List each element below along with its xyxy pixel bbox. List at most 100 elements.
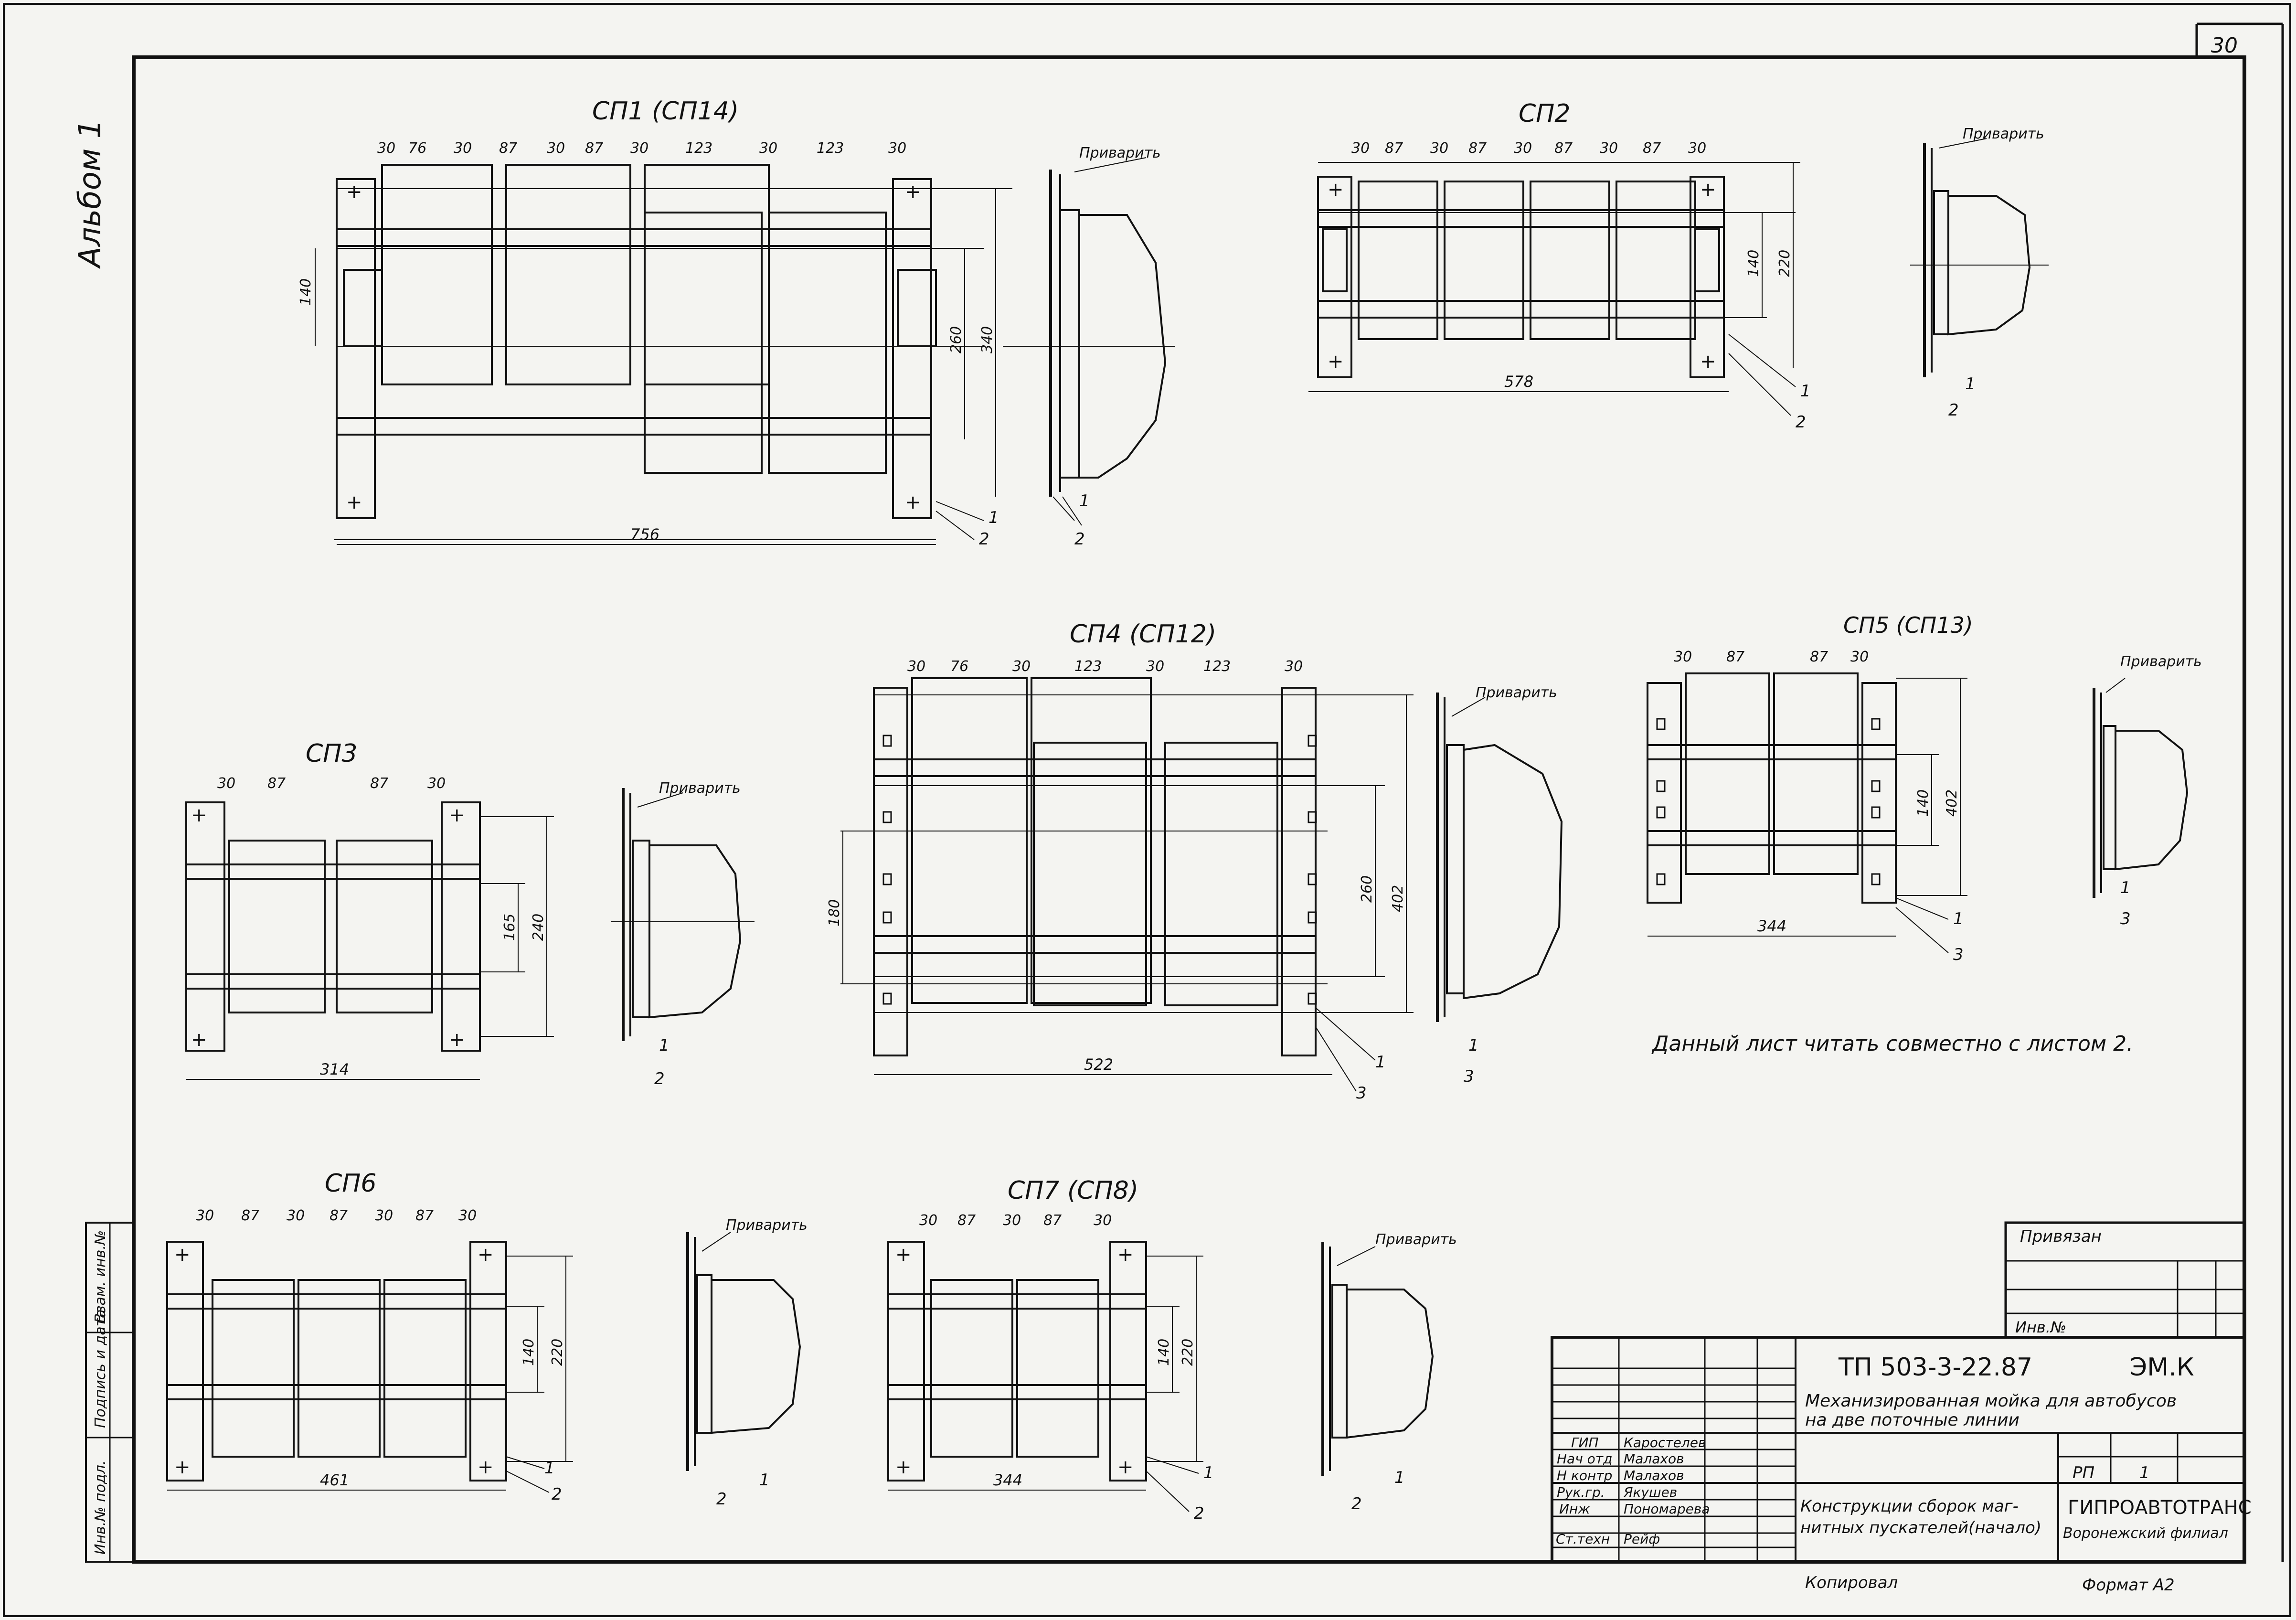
name-ruk-gr: Якушев: [1623, 1484, 1677, 1500]
sp7-dim-5: 30: [1094, 1212, 1112, 1229]
sp6-weld-label: Приварить: [726, 1217, 808, 1234]
sp5-slots: [1656, 718, 1881, 885]
sp2-title: СП2: [1519, 99, 1571, 128]
sp7-side-view: [1321, 1242, 1434, 1476]
sp5-top-dims: 30 87 87 30: [1674, 649, 1869, 665]
sp4-sv-callout-1: 1: [1468, 1036, 1479, 1055]
assembly-sp6: [166, 1241, 573, 1491]
sp5-weld-label: Приварить: [2120, 653, 2202, 670]
assembly-sp2: [1308, 162, 1800, 392]
sp1-dim-11: 30: [888, 140, 906, 157]
strip-vzam-inv: Взам. инв.№: [92, 1230, 109, 1323]
sp2-side-dim-1: 140: [1745, 250, 1762, 277]
plus-icon: +: [174, 1244, 191, 1266]
title-block: [1551, 1336, 2246, 1563]
sp4-dim-3: 30: [1012, 658, 1031, 675]
sp4-dim-1: 30: [907, 658, 925, 675]
sp6-dim-6: 87: [415, 1207, 434, 1224]
name-nach-otd: Малахов: [1624, 1451, 1684, 1467]
sp5-dim-1: 30: [1674, 649, 1692, 665]
tb-code: ТП 503-3-22.87: [1838, 1353, 2032, 1382]
sp7-sv-callout-2: 2: [1351, 1494, 1362, 1513]
sp1-dim-1: 30: [377, 140, 395, 157]
sp2-dim-4: 87: [1468, 140, 1487, 157]
left-strip: [85, 1222, 135, 1563]
role-nach-otd: Нач отд: [1557, 1451, 1612, 1467]
tb-org-1: ГИПРОАВТОТРАНС: [2068, 1497, 2252, 1519]
sp6-dim-5: 30: [375, 1207, 393, 1224]
assembly-sp3: [185, 801, 554, 1080]
sp7-top-dims: 30 87 30 87 30: [919, 1212, 1112, 1229]
role-inzh: Инж: [1559, 1501, 1590, 1517]
tb-mark: ЭМ.К: [2130, 1353, 2194, 1382]
plus-icon: +: [905, 491, 921, 513]
strip-inv-podl: Инв.№ подл.: [92, 1460, 109, 1555]
sp5-callout-1: 1: [1953, 909, 1964, 928]
sp7-dim-2: 87: [957, 1212, 976, 1229]
assembly-sp7: [887, 1241, 1203, 1491]
sp2-side-dim-2: 220: [1776, 250, 1793, 277]
role-n-kontr: Н контр: [1557, 1468, 1612, 1483]
sp6-dim-4: 87: [330, 1207, 348, 1224]
role-gip: ГИП: [1571, 1435, 1599, 1450]
sp3-side-view: [611, 788, 755, 1041]
sp1-dim-9: 30: [759, 140, 777, 157]
sp5-dim-2: 87: [1726, 649, 1744, 665]
sp1-side-dim-2: 260: [948, 326, 965, 353]
sp6-sv-callout-2: 2: [716, 1490, 727, 1509]
sp7-side-dim-1: 140: [1156, 1339, 1172, 1366]
sp1-callout-1: 1: [989, 508, 999, 527]
plus-icon: +: [1117, 1456, 1134, 1478]
sp2-dim-5: 30: [1514, 140, 1532, 157]
sp7-dim-3: 30: [1003, 1212, 1021, 1229]
album-label: Альбом 1: [73, 119, 108, 269]
sp7-dim-4: 87: [1043, 1212, 1062, 1229]
sp2-dim-1: 30: [1351, 140, 1370, 157]
sp2-dim-7: 30: [1600, 140, 1618, 157]
sp7-bolts: + + + +: [895, 1244, 1134, 1478]
name-gip: Каростелев: [1624, 1435, 1706, 1450]
tb-project-2: на две поточные линии: [1805, 1410, 2020, 1430]
plus-icon: +: [1700, 179, 1716, 201]
sp2-dim-9: 30: [1688, 140, 1706, 157]
sp3-sv-callout-1: 1: [659, 1036, 670, 1055]
sp6-top-dims: 30 87 30 87 30 87 30: [196, 1207, 477, 1224]
sp1-side-view: [1003, 157, 1175, 526]
sp6-dim-2: 87: [241, 1207, 259, 1224]
tb-stage: РП: [2073, 1463, 2094, 1482]
sp1-dim-6: 87: [585, 140, 603, 157]
sp4-weld-label: Приварить: [1476, 684, 1557, 701]
sp3-dim-3: 87: [370, 775, 388, 792]
tb-drawing-1: Конструкции сборок маг-: [1800, 1497, 2019, 1516]
sp2-side-view: [1910, 138, 2049, 377]
sp4-dim-4: 123: [1074, 658, 1102, 675]
sp5-side-dim-2: 402: [1944, 789, 1960, 817]
sp1-dim-10: 123: [817, 140, 844, 157]
sp6-callout-1: 1: [544, 1459, 555, 1478]
sp4-callout-3: 3: [1356, 1084, 1367, 1103]
tb-roles: ГИП Каростелев Нач отд Малахов Н контр М…: [1556, 1435, 1710, 1547]
sp7-dim-1: 30: [919, 1212, 937, 1229]
sp6-side-dim-1: 140: [521, 1339, 537, 1366]
plus-icon: +: [1117, 1244, 1134, 1266]
role-st-tekhn: Ст.техн: [1556, 1531, 1610, 1547]
sp1-dim-7: 30: [630, 140, 648, 157]
page-number: 30: [2211, 33, 2238, 58]
sp1-sv-callout-2: 2: [1074, 530, 1085, 549]
sp1-dim-3: 30: [454, 140, 472, 157]
sp5-sv-callout-3: 3: [2120, 909, 2131, 928]
sp2-dim-8: 87: [1643, 140, 1661, 157]
sp7-title: СП7 (СП8): [1008, 1176, 1138, 1205]
sp5-bottom-dim: 344: [1757, 917, 1786, 935]
sp4-dim-2: 76: [950, 658, 968, 675]
sp4-bottom-dim: 522: [1084, 1055, 1113, 1074]
name-st-tekhn: Рейф: [1624, 1531, 1660, 1547]
sp3-dim-1: 30: [217, 775, 235, 792]
sp3-bottom-dim: 314: [320, 1060, 349, 1078]
plus-icon: +: [478, 1456, 494, 1478]
privyazan-block: [2004, 1221, 2246, 1339]
plus-icon: +: [478, 1244, 494, 1266]
sp3-side-dim-1: 165: [501, 914, 518, 941]
sp4-dim-7: 30: [1285, 658, 1303, 675]
sp6-bolts: + + + +: [174, 1244, 494, 1478]
